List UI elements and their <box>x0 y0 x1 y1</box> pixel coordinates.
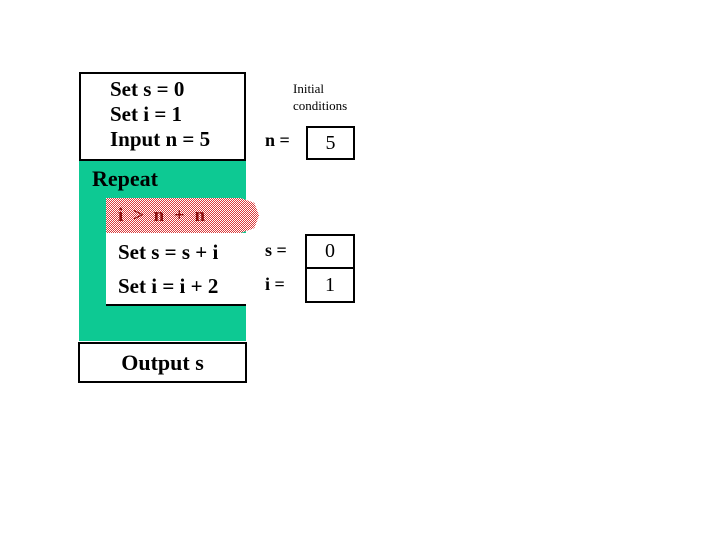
n-value: 5 <box>325 131 336 154</box>
init-statement-1: Set s = 0 <box>110 77 185 101</box>
initial-conditions-label: Initial conditions <box>293 80 347 114</box>
output-box: Output s <box>78 342 247 383</box>
i-value-box: 1 <box>305 267 355 303</box>
output-label: Output s <box>121 349 204 375</box>
loop-body-statement-1: Set s = s + i <box>118 240 219 264</box>
s-variable-label: s = <box>265 240 287 260</box>
s-value: 0 <box>325 240 335 262</box>
loop-condition-text: i > n + n <box>118 204 207 226</box>
i-value: 1 <box>325 273 335 296</box>
i-variable-label: i = <box>265 274 285 294</box>
loop-body-box: Set s = s + i Set i = i + 2 <box>106 233 246 306</box>
n-variable-label: n = <box>265 130 290 150</box>
n-value-box: 5 <box>306 126 355 160</box>
loop-body-statement-2: Set i = i + 2 <box>118 274 219 298</box>
init-statement-3: Input n = 5 <box>110 127 211 151</box>
s-value-box: 0 <box>305 234 355 269</box>
initial-conditions-line-2: conditions <box>293 98 348 113</box>
repeat-label: Repeat <box>92 166 158 191</box>
init-statement-2: Set i = 1 <box>110 102 183 126</box>
initialization-box: Set s = 0 Set i = 1 Input n = 5 <box>79 72 246 161</box>
loop-condition-arrow: i > n + n <box>106 198 259 233</box>
initial-conditions-line-1: Initial <box>293 81 325 96</box>
